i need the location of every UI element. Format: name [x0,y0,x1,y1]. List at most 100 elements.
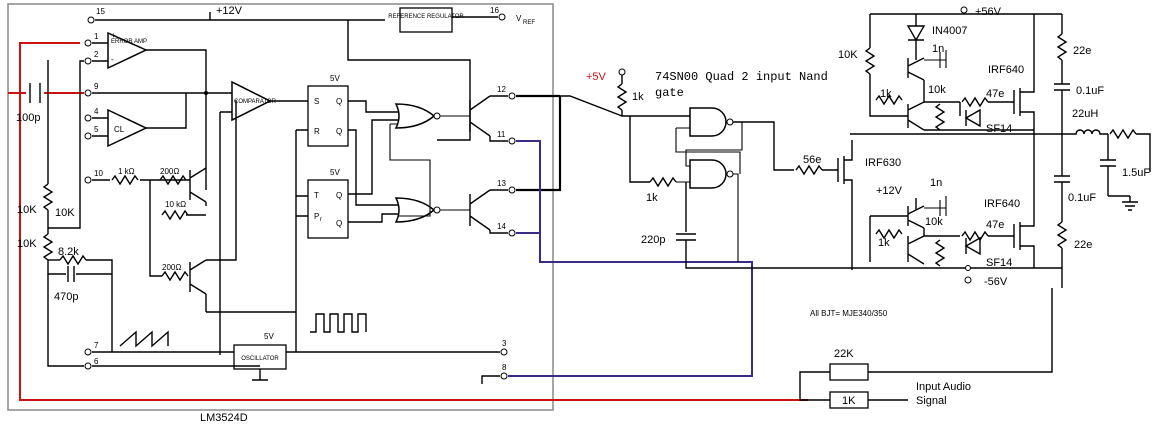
inductor-22uh [1062,129,1108,135]
bjt-bottom-b [907,235,925,265]
svg-text:5V: 5V [264,332,274,341]
svg-text:Q: Q [336,219,342,228]
pin-2: 2 [94,50,99,59]
reference-regulator-label: REFERENCE REGULATOR [388,14,464,20]
pin-13: 13 [497,179,506,188]
svg-text:ERROR AMP: ERROR AMP [111,39,147,45]
svg-text:OSCILLATOR: OSCILLATOR [241,356,279,362]
svg-text:T: T [314,191,319,200]
pin-6: 6 [94,357,99,366]
svg-text:0.1uF: 0.1uF [1068,192,1096,204]
capacitor-100p [29,83,41,103]
svg-text:1k: 1k [880,88,892,100]
svg-text:IRF640: IRF640 [988,64,1024,76]
svg-text:IN4007: IN4007 [932,25,967,37]
reference-regulator-block [399,7,453,33]
svg-text:100p: 100p [16,112,40,124]
supply-12v-label: +12V [216,5,243,17]
svg-text:22e: 22e [1073,45,1091,57]
svg-text:1n: 1n [932,43,944,55]
output-transistor-b [469,189,491,231]
svg-text:r: r [320,217,322,223]
svg-text:Q: Q [336,97,342,106]
bjt-top-b [907,101,925,131]
mosfet-irf640-top [988,14,1035,134]
svg-text:+12V: +12V [876,185,903,197]
svg-text:Q: Q [336,127,342,136]
svg-text:1k: 1k [632,91,644,103]
svg-text:S: S [314,97,319,106]
nor-gate-lower [394,197,436,223]
input-audio-label: Input Audio [916,381,971,393]
svg-text:10K: 10K [17,204,37,216]
t-flipflop [307,179,349,239]
svg-text:8.2k: 8.2k [58,246,79,258]
pin-16: 16 [490,6,499,15]
cl-amp [107,108,148,148]
svg-text:10K: 10K [55,207,75,219]
pin-4: 4 [94,107,99,116]
driver-wire-purple [508,140,753,377]
sr-latch [307,85,349,147]
svg-text:200Ω: 200Ω [162,263,181,272]
svg-text:Q: Q [336,191,342,200]
pin-12: 12 [497,85,506,94]
svg-text:COMPARATOR: COMPARATOR [234,99,277,105]
svg-text:5V: 5V [330,168,340,177]
resistor-22k [829,363,869,381]
diode-sf14-b [964,236,981,256]
svg-text:22K: 22K [834,348,854,360]
svg-text:SF14: SF14 [986,257,1012,269]
svg-text:1 kΩ: 1 kΩ [118,167,135,176]
pin-7: 7 [94,341,99,350]
ground-symbol [1108,195,1138,211]
pin-1: 1 [94,32,99,41]
capacitor-220p [676,233,696,241]
pin-5: 5 [94,125,99,134]
svg-text:-: - [111,55,114,64]
sawtooth-waveform [119,330,169,348]
svg-text:+56V: +56V [975,6,1002,18]
svg-text:-56V: -56V [984,276,1008,288]
svg-text:1K: 1K [842,395,856,407]
svg-text:10k: 10k [928,84,946,96]
pin-10: 10 [94,169,103,178]
oscillator-block [233,344,287,370]
svg-text:1.5uF: 1.5uF [1122,167,1150,179]
svg-text:+: + [111,31,116,40]
pin-14: 14 [497,222,506,231]
feedback-wire-red [19,42,808,401]
svg-text:56e: 56e [803,154,821,166]
svg-text:+5V: +5V [586,71,607,83]
mosfet-irf640-bottom [988,134,1035,268]
svg-text:CL: CL [114,125,125,134]
svg-text:P: P [314,212,319,221]
pin-15: 15 [96,7,105,16]
svg-text:0.1uF: 0.1uF [1076,85,1104,97]
output-transistor-a [469,95,491,137]
svg-text:All BJT= MJE340/350: All BJT= MJE340/350 [810,309,888,318]
capacitor-470p [67,266,75,282]
pin-3: 3 [502,339,507,348]
nor-gate-upper [394,103,436,129]
svg-text:1k: 1k [646,192,658,204]
svg-text:5V: 5V [330,74,340,83]
svg-text:47e: 47e [986,88,1004,100]
vref-sub: REF [523,20,535,26]
svg-text:22uH: 22uH [1072,108,1098,120]
vref-label: V [516,14,522,23]
error-amp [107,31,148,70]
diode-in4007 [906,14,926,42]
svg-text:10K: 10K [838,49,858,61]
chip-name: LM3524D [200,412,248,424]
svg-text:1k: 1k [878,237,890,249]
bjt-bottom-a [907,205,925,229]
svg-text:74SN00 Quad 2 input Nand: 74SN00 Quad 2 input Nand [655,70,828,84]
lm3524d-outline [7,3,554,411]
svg-text:10k: 10k [925,216,943,228]
svg-text:IRF640: IRF640 [984,198,1020,210]
diode-sf14-a [964,108,981,128]
svg-text:22e: 22e [1074,239,1092,251]
nand-gate-upper [689,107,727,137]
